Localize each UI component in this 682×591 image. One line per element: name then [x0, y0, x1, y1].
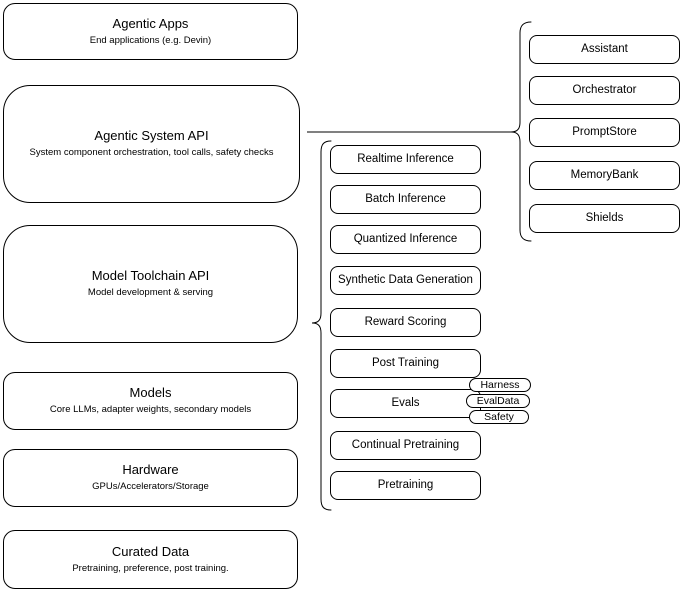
node-curated-data: Curated Data Pretraining, preference, po… — [3, 530, 298, 589]
badge-safety: Safety — [469, 410, 529, 424]
node-subtitle: Pretraining, preference, post training. — [72, 562, 229, 574]
node-title: Model Toolchain API — [91, 268, 210, 284]
brace-agentic-system-components — [510, 21, 532, 242]
node-subtitle: GPUs/Accelerators/Storage — [92, 481, 209, 493]
node-synthetic-data-generation: Synthetic Data Generation — [330, 266, 481, 295]
node-agentic-system-api: Agentic System API System component orch… — [3, 85, 300, 203]
node-title: Curated Data — [111, 543, 190, 559]
node-evals: Evals — [330, 389, 481, 418]
node-title: Agentic Apps — [112, 15, 189, 31]
node-title: Hardware — [122, 462, 179, 478]
node-shields: Shields — [529, 204, 680, 233]
node-agentic-apps: Agentic Apps End applications (e.g. Devi… — [3, 3, 298, 60]
node-models: Models Core LLMs, adapter weights, secon… — [3, 372, 298, 430]
node-promptstore: PromptStore — [529, 118, 680, 147]
brace-model-toolchain-items — [311, 140, 332, 511]
node-quantized-inference: Quantized Inference — [330, 225, 481, 254]
node-subtitle: Core LLMs, adapter weights, secondary mo… — [49, 404, 252, 416]
node-subtitle: System component orchestration, tool cal… — [29, 147, 274, 159]
node-title: Models — [129, 385, 172, 401]
node-orchestrator: Orchestrator — [529, 76, 680, 105]
node-pretraining: Pretraining — [330, 471, 481, 500]
badge-evaldata: EvalData — [466, 394, 530, 408]
badge-harness: Harness — [469, 378, 531, 392]
node-continual-pretraining: Continual Pretraining — [330, 431, 481, 460]
node-batch-inference: Batch Inference — [330, 185, 481, 214]
node-realtime-inference: Realtime Inference — [330, 145, 481, 174]
node-memorybank: MemoryBank — [529, 161, 680, 190]
node-model-toolchain-api: Model Toolchain API Model development & … — [3, 225, 298, 343]
node-reward-scoring: Reward Scoring — [330, 308, 481, 337]
node-post-training: Post Training — [330, 349, 481, 378]
node-hardware: Hardware GPUs/Accelerators/Storage — [3, 449, 298, 507]
node-title: Agentic System API — [94, 128, 209, 144]
node-assistant: Assistant — [529, 35, 680, 64]
node-subtitle: End applications (e.g. Devin) — [89, 34, 212, 46]
node-subtitle: Model development & serving — [87, 287, 214, 299]
